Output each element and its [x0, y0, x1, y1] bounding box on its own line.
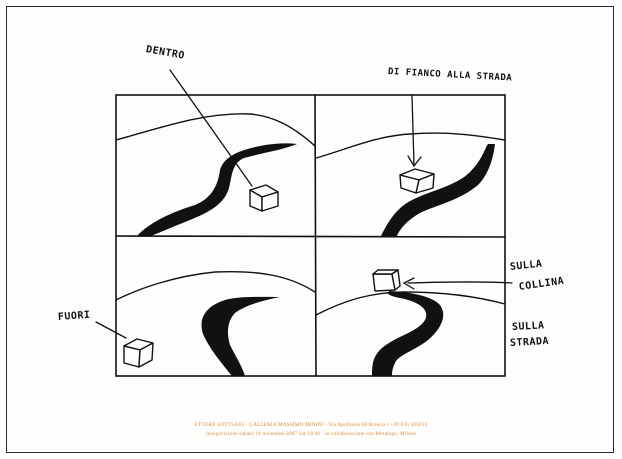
box-bottom-left — [124, 339, 153, 367]
pointer-fuori — [96, 322, 126, 338]
hill-line-bottom-left — [116, 272, 315, 300]
pointer-dentro — [170, 70, 252, 186]
road-bottom-left — [202, 297, 280, 376]
grid-vertical-divider — [315, 95, 316, 376]
label-sulla-strada-line2: STRADA — [510, 336, 550, 350]
credit-line-1: ETTORE SOTTSASS · GALLERIA MASSIMO MININ… — [0, 422, 622, 428]
pointer-fianco — [412, 96, 414, 165]
hill-line-top-left — [116, 114, 315, 146]
box-top-left — [250, 185, 278, 211]
hill-line-top-right — [316, 133, 505, 158]
grid-horizontal-divider — [116, 236, 505, 237]
road-bottom-right — [372, 291, 443, 376]
label-sulla-strada-line1: SULLA — [512, 320, 545, 334]
credit-line-2: inaugurazione sabato 18 novembre 2007 or… — [0, 431, 622, 437]
pointer-collina — [408, 282, 512, 283]
road-top-right — [381, 144, 495, 236]
label-fuori: FUORI — [58, 310, 91, 324]
box-top-right — [400, 169, 434, 193]
box-bottom-right — [373, 270, 400, 291]
